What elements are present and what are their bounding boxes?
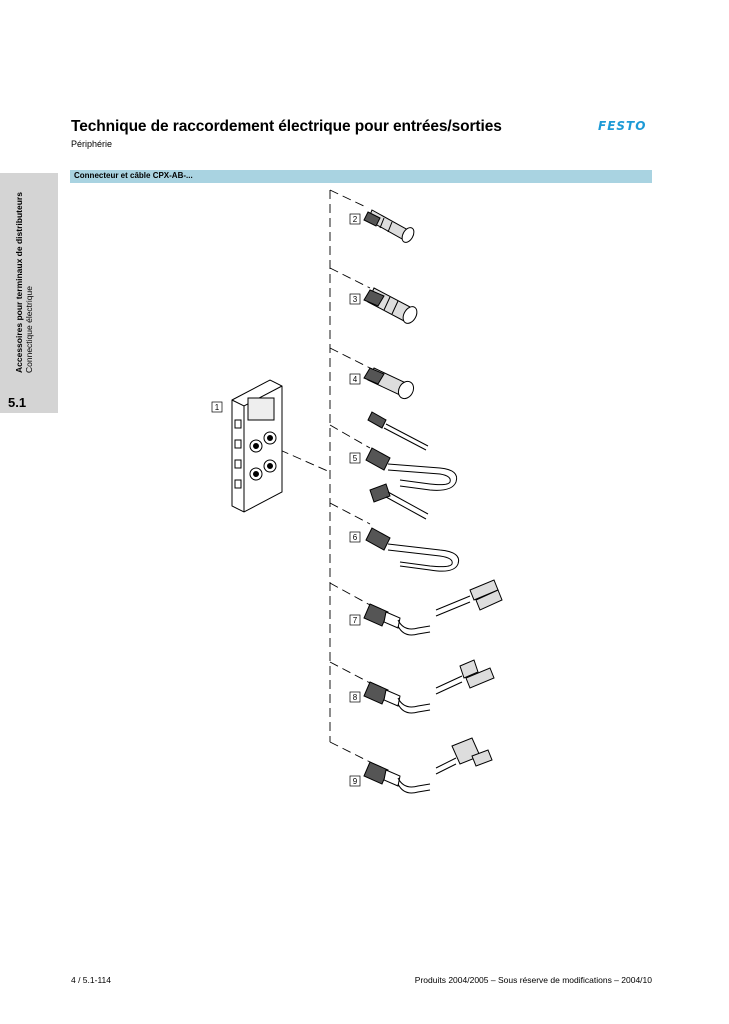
callout-4: 4 xyxy=(349,373,361,385)
svg-text:1: 1 xyxy=(215,403,220,412)
callout-2: 2 xyxy=(349,213,361,225)
svg-text:7: 7 xyxy=(353,616,358,625)
plug-3-illustration xyxy=(363,287,418,324)
callout-3: 3 xyxy=(349,293,361,305)
page-subtitle: Périphérie xyxy=(71,139,113,149)
page-title: Technique de raccordement électrique pou… xyxy=(71,118,502,135)
plug-2-illustration xyxy=(363,209,415,243)
t-cable-9-illustration xyxy=(363,737,493,794)
section-header-bar: Connecteur et câble CPX-AB-... xyxy=(70,170,652,183)
y-cable-7-illustration xyxy=(363,579,503,636)
callout-9: 9 xyxy=(349,775,361,787)
y-cable-8-illustration xyxy=(363,659,495,714)
callout-5: 5 xyxy=(349,452,361,464)
festo-logo: FESTO xyxy=(598,119,647,133)
page-number: 4 / 5.1-114 xyxy=(71,975,112,985)
svg-text:6: 6 xyxy=(353,533,358,542)
callout-1: 1 xyxy=(211,401,223,413)
section-number: 5.1 xyxy=(8,395,27,410)
svg-text:5: 5 xyxy=(353,454,358,463)
svg-text:3: 3 xyxy=(353,295,358,304)
callout-7: 7 xyxy=(349,614,361,626)
svg-text:4: 4 xyxy=(353,375,358,384)
section-title: Connecteur et câble CPX-AB-... xyxy=(74,171,193,180)
cable-6-illustration xyxy=(365,483,460,572)
module-link-line xyxy=(279,449,331,473)
chapter-side-tab: Accessoires pour terminaux de distribute… xyxy=(0,173,58,413)
callout-8: 8 xyxy=(349,691,361,703)
svg-text:8: 8 xyxy=(353,693,358,702)
footer-note: Produits 2004/2005 – Sous réserve de mod… xyxy=(414,975,652,985)
io-module-illustration xyxy=(231,379,283,513)
svg-text:2: 2 xyxy=(353,215,358,224)
plug-4-illustration xyxy=(363,367,415,400)
callout-6: 6 xyxy=(349,531,361,543)
cable-5-illustration xyxy=(365,411,458,491)
svg-text:9: 9 xyxy=(353,777,358,786)
